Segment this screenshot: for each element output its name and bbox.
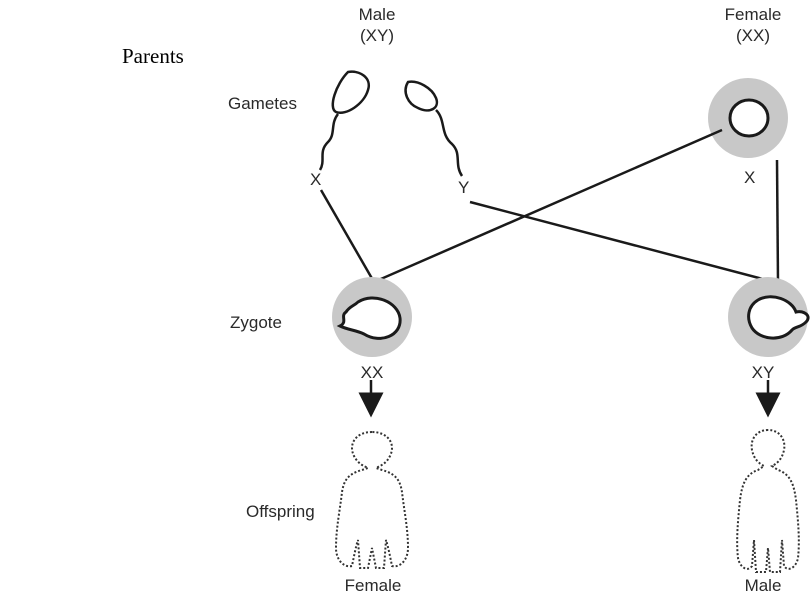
zygote-genotype-left: XX [360, 363, 384, 382]
female-parent-label: Female [724, 5, 782, 24]
sperm-y-gamete [404, 80, 464, 177]
female-parent-genotype: (XX) [736, 26, 770, 45]
male-offspring-figure [736, 428, 800, 573]
zygote-left [332, 277, 412, 357]
zygote-label: Zygote [230, 313, 282, 332]
sperm-y-label: Y [458, 178, 470, 197]
parents-label: Parents [122, 44, 184, 68]
cross-lines [319, 128, 780, 285]
gametes-label: Gametes [228, 94, 297, 113]
offspring-sex-female: Female [344, 576, 402, 595]
male-parent-genotype: (XY) [360, 26, 394, 45]
egg-x-label: X [744, 168, 756, 187]
zygote-right [728, 277, 810, 357]
egg-gamete [708, 78, 788, 158]
male-parent-label: Male [358, 5, 396, 24]
sperm-x-label: X [310, 170, 322, 189]
offspring-label: Offspring [246, 502, 315, 521]
female-offspring-figure [334, 430, 410, 569]
sperm-x-gamete [318, 70, 371, 171]
offspring-sex-male: Male [744, 576, 782, 595]
zygote-genotype-right: XY [751, 363, 775, 382]
